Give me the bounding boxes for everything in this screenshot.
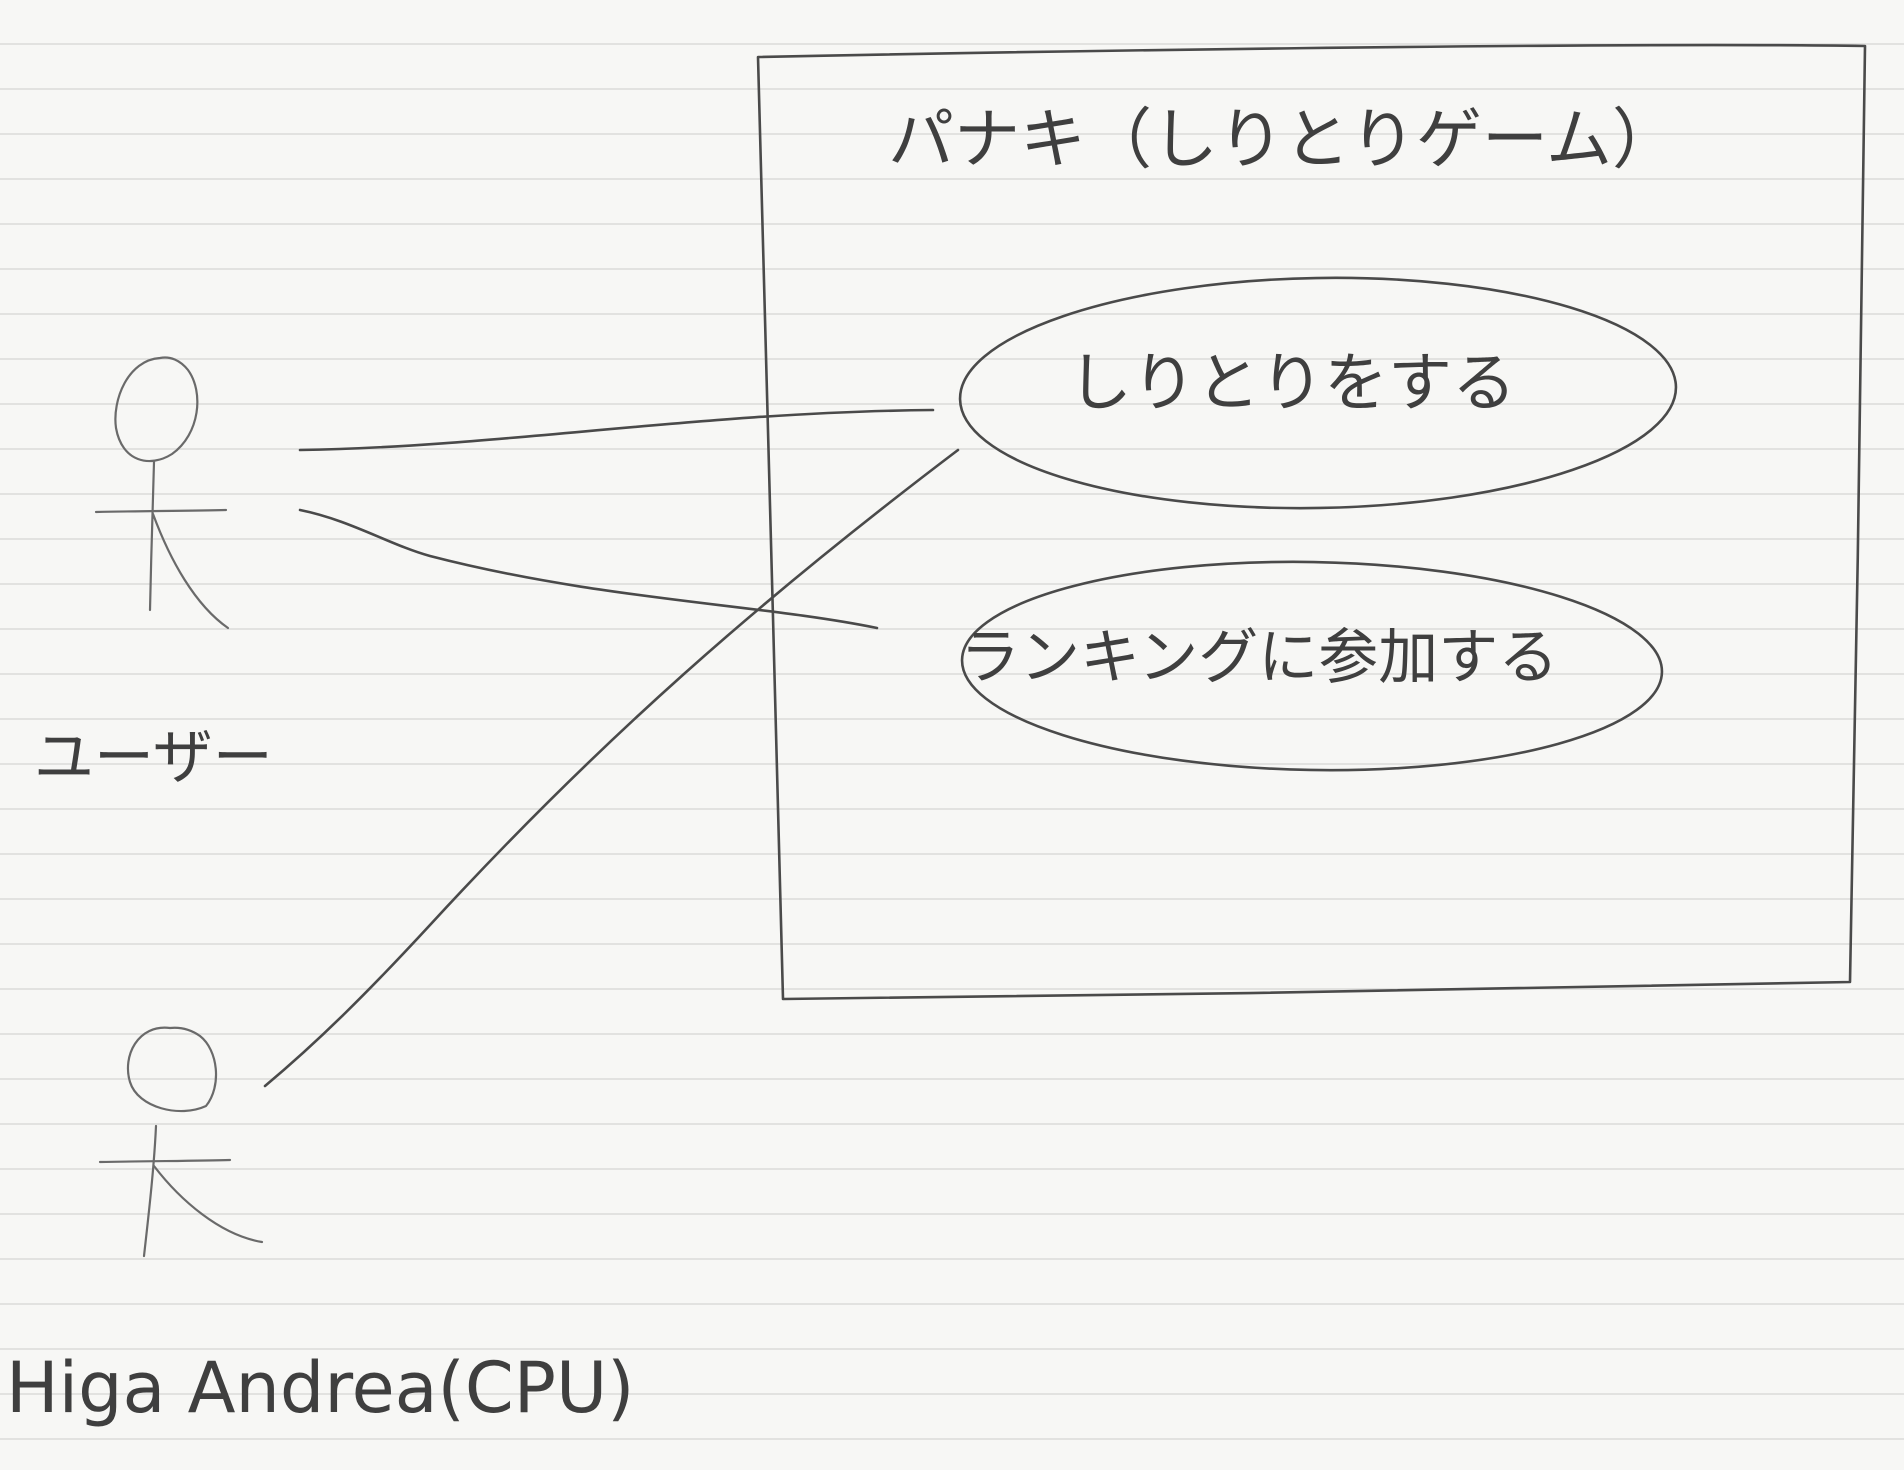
actor-user-leg	[151, 512, 230, 630]
actor-user-label: ユーザー	[34, 723, 273, 793]
actor-cpu-body	[142, 1124, 158, 1258]
actor-cpu-label: Higa Andrea(CPU)	[6, 1347, 635, 1429]
use-case-ranking-ellipse	[960, 560, 1664, 772]
actor-cpu-leg	[152, 1164, 264, 1244]
actor-cpu-head	[126, 1026, 218, 1113]
actor-user-arms	[94, 508, 228, 514]
use-case-shiritori-label: しりとりをする	[1068, 347, 1516, 421]
assoc-cpu-shiritori	[263, 448, 960, 1088]
system-title: パナキ（しりとりゲーム）	[888, 101, 1678, 178]
use-case-ranking-label: ランキングに参加する	[960, 623, 1558, 693]
actor-user	[94, 356, 230, 630]
actor-cpu-arms	[98, 1158, 232, 1164]
system-boundary	[756, 43, 1867, 1001]
actor-user-head	[114, 356, 199, 463]
use-case-shiritori-ellipse	[958, 276, 1678, 510]
assoc-user-shiritori	[298, 408, 935, 452]
assoc-user-ranking	[298, 508, 879, 630]
actor-user-body	[148, 460, 156, 612]
actor-cpu	[98, 1026, 264, 1258]
